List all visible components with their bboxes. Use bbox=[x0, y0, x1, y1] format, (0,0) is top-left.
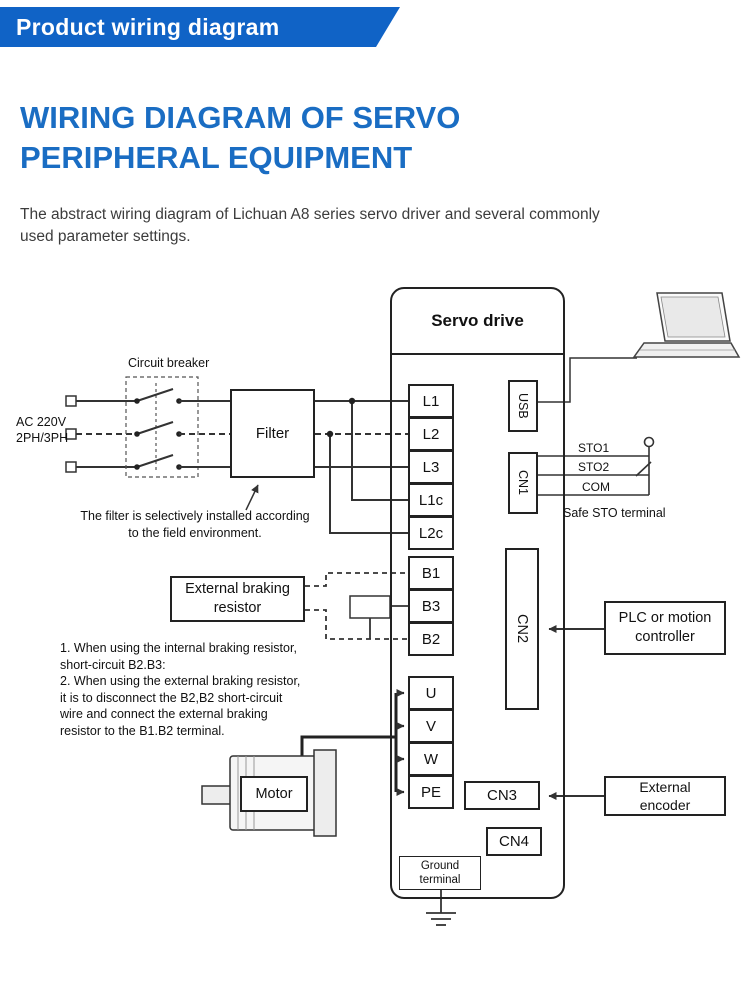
braking-notes: 1. When using the internal braking resis… bbox=[60, 641, 301, 738]
short-circuit-jumper bbox=[349, 595, 391, 619]
page-title-line2: PERIPHERAL EQUIPMENT bbox=[20, 140, 413, 175]
terminal-b1: B1 bbox=[408, 556, 454, 590]
ground-terminal-box: Ground terminal bbox=[399, 856, 481, 890]
terminal-l2: L2 bbox=[408, 417, 454, 451]
cn1-connector: CN1 bbox=[508, 452, 538, 514]
sto1-label: STO1 bbox=[578, 441, 610, 455]
circuit-breaker-label: Circuit breaker bbox=[128, 356, 210, 370]
servo-drive-box: Servo drive bbox=[390, 287, 565, 899]
cn4-connector: CN4 bbox=[486, 827, 542, 856]
intro-text: The abstract wiring diagram of Lichuan A… bbox=[20, 206, 600, 245]
terminal-w: W bbox=[408, 742, 454, 776]
safe-sto-label: Safe STO terminal bbox=[563, 506, 666, 520]
ac-source-label: AC 220V 2PH/3PH bbox=[16, 415, 69, 445]
page-title: WIRING DIAGRAM OF SERVO PERIPHERAL EQUIP… bbox=[20, 98, 460, 178]
terminal-b3: B3 bbox=[408, 589, 454, 623]
page-title-line1: WIRING DIAGRAM OF SERVO bbox=[20, 100, 461, 135]
banner-title: Product wiring diagram bbox=[16, 13, 280, 40]
filter-note-arrow bbox=[245, 484, 259, 511]
source-wires bbox=[76, 400, 136, 468]
usb-connector: USB bbox=[508, 380, 538, 432]
servo-drive-label: Servo drive bbox=[392, 289, 563, 355]
terminal-l1c: L1c bbox=[408, 483, 454, 517]
terminal-v: V bbox=[408, 709, 454, 743]
cn3-connector: CN3 bbox=[464, 781, 540, 810]
terminal-l3: L3 bbox=[408, 450, 454, 484]
sto2-label: STO2 bbox=[578, 460, 610, 474]
terminal-pe: PE bbox=[408, 775, 454, 809]
junction-dots bbox=[326, 397, 356, 438]
terminal-l2c: L2c bbox=[408, 516, 454, 550]
laptop-icon bbox=[632, 292, 741, 358]
terminal-b2: B2 bbox=[408, 622, 454, 656]
circuit-breaker-symbol bbox=[125, 376, 230, 478]
terminal-u: U bbox=[408, 676, 454, 710]
external-encoder-box: External encoder bbox=[604, 776, 726, 816]
plc-controller-box: PLC or motion controller bbox=[604, 601, 726, 655]
com-label: COM bbox=[582, 480, 610, 494]
filter-note: The filter is selectively installed acco… bbox=[80, 509, 310, 540]
terminal-l1: L1 bbox=[408, 384, 454, 418]
filter-box: Filter bbox=[230, 389, 315, 478]
cn2-connector: CN2 bbox=[505, 548, 539, 710]
header-banner: Product wiring diagram bbox=[0, 7, 400, 47]
motor-label: Motor bbox=[240, 776, 308, 812]
external-braking-resistor-box: External braking resistor bbox=[170, 576, 305, 622]
